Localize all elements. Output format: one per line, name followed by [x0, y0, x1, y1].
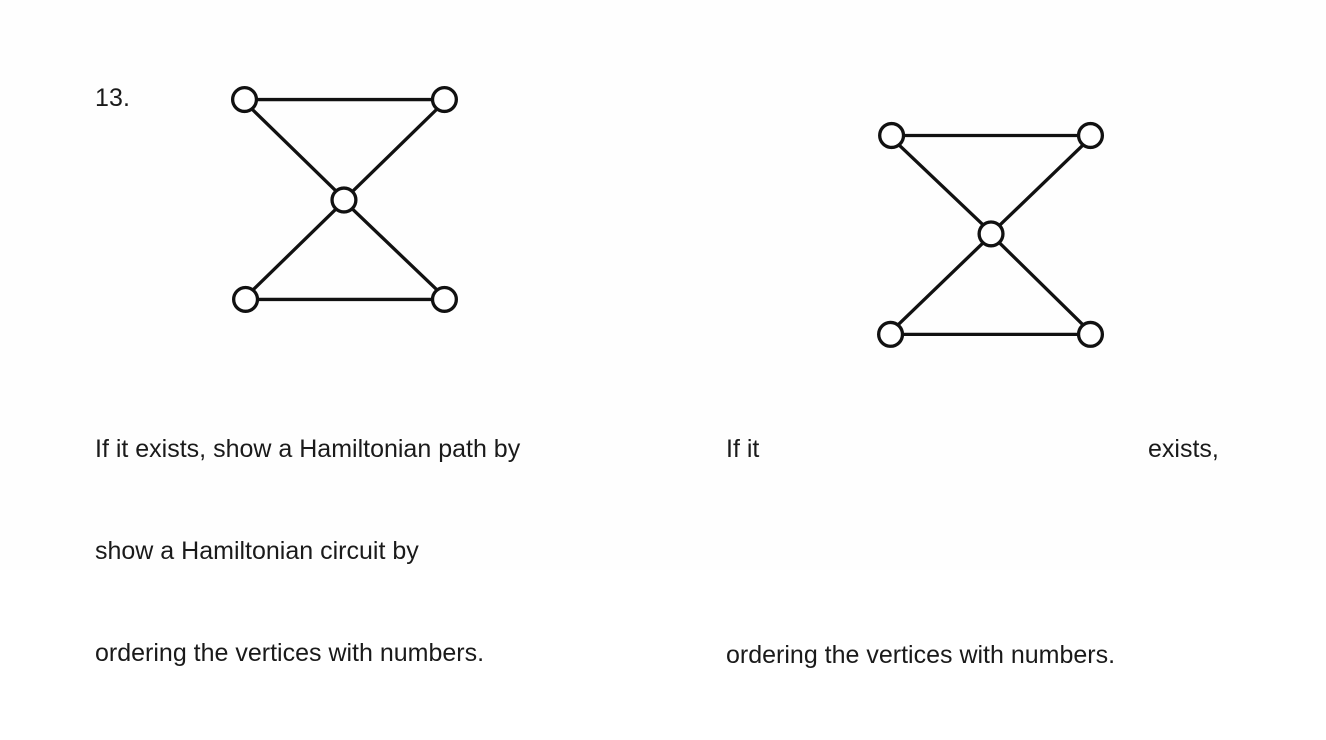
- vertex-bottom-left[interactable]: [877, 320, 905, 348]
- caption-left-line-1: If it exists, show a Hamiltonian path by: [95, 435, 521, 463]
- edge-center-to-bottom-right: [998, 241, 1085, 327]
- edge-center-to-bottom-right: [351, 207, 439, 292]
- vertex-bottom-right[interactable]: [1076, 320, 1105, 348]
- vertex-bottom-left[interactable]: [232, 285, 260, 313]
- caption-right-line-1-start: If it: [726, 435, 760, 463]
- caption-right-gap: [726, 534, 1115, 570]
- vertex-center[interactable]: [330, 186, 358, 214]
- graph-left-edges: [250, 97, 439, 302]
- bowtie-graph-right: [845, 92, 1135, 382]
- vertex-top-right[interactable]: [1076, 121, 1105, 150]
- graph-left-vertices: [230, 85, 458, 313]
- edge-top-left-to-center: [897, 143, 985, 227]
- edge-top-right-to-center: [998, 143, 1085, 227]
- graph-left-canvas: [230, 85, 458, 313]
- caption-left-line-2: show a Hamiltonian circuit by: [95, 537, 419, 565]
- edge-center-to-bottom-left: [251, 207, 338, 292]
- vertex-top-left[interactable]: [230, 85, 259, 114]
- caption-right-line-1-end: exists,: [1148, 435, 1219, 463]
- caption-left: If it exists, show a Hamiltonian path by…: [95, 364, 520, 738]
- vertex-center[interactable]: [977, 220, 1005, 248]
- caption-right-line-2: ordering the vertices with numbers.: [726, 641, 1116, 669]
- caption-right-line-1: If it exists,: [726, 432, 1219, 466]
- worksheet-page: 13.: [95, 55, 1219, 669]
- edge-top-right-to-center: [351, 107, 439, 193]
- graph-right-vertices: [877, 121, 1105, 348]
- graph-right-edges: [896, 133, 1085, 337]
- edge-top-left-to-center: [250, 107, 338, 193]
- edge-center-to-bottom-left: [896, 241, 985, 327]
- bowtie-graph-left: [200, 55, 490, 345]
- caption-left-line-3: ordering the vertices with numbers.: [95, 639, 485, 667]
- vertex-top-left[interactable]: [878, 121, 906, 150]
- vertex-bottom-right[interactable]: [430, 285, 458, 313]
- graph-right-canvas: [877, 121, 1105, 348]
- vertex-top-right[interactable]: [430, 85, 458, 114]
- caption-right: If it exists, ordering the vertices with…: [726, 364, 1219, 740]
- problem-number: 13.: [95, 84, 131, 112]
